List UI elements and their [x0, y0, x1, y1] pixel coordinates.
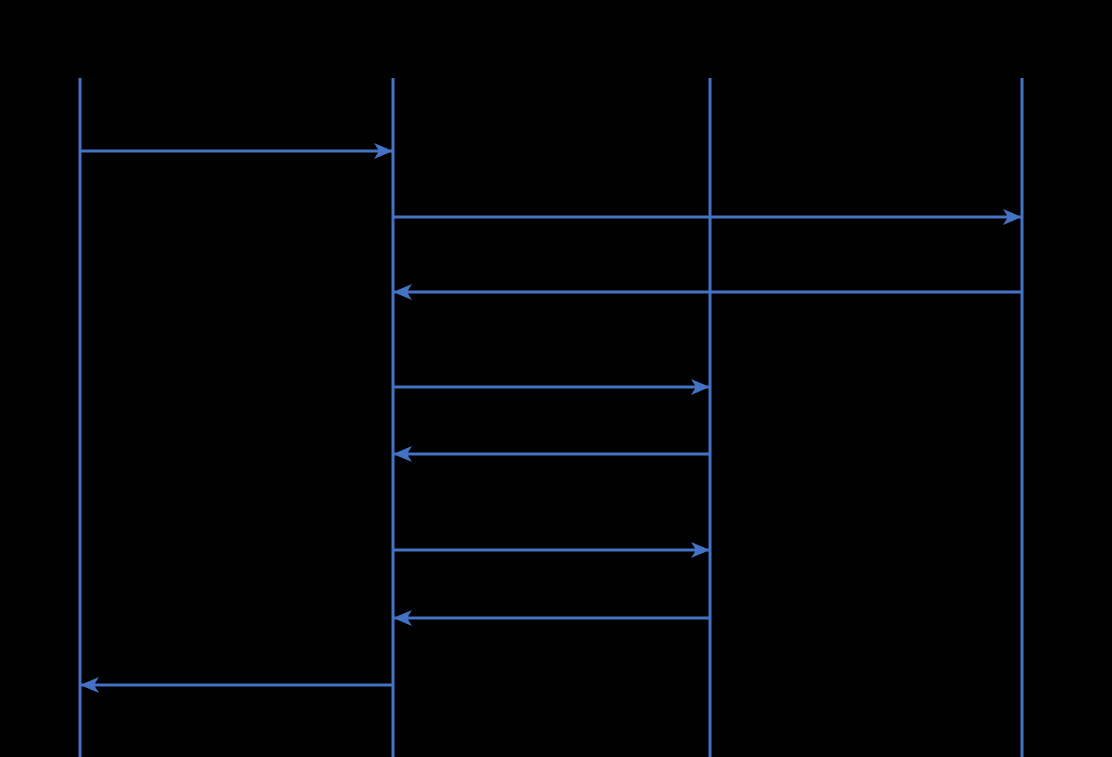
lifelines-group — [78, 78, 1024, 757]
messages-group — [80, 143, 1022, 693]
